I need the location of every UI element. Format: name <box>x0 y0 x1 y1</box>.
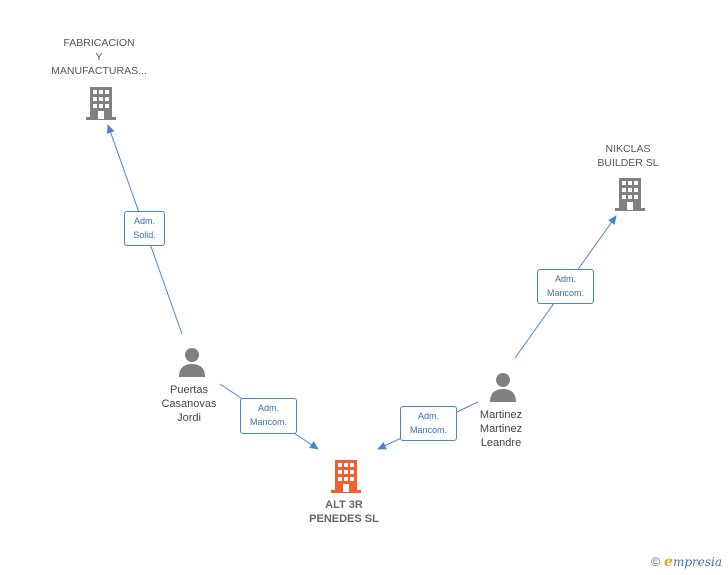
building-icon[interactable] <box>614 176 646 212</box>
node-label-line: NIKCLAS <box>605 143 651 155</box>
node-label-line: PENEDES SL <box>309 513 379 525</box>
edge-label-martinez-nikclas[interactable]: Adm. Mancom. <box>537 269 594 304</box>
node-label-line: FABRICACION <box>63 37 135 49</box>
building-icon[interactable] <box>330 458 362 494</box>
node-label-line: BUILDER SL <box>597 157 659 169</box>
edge-label-line: Mancom. <box>409 425 447 435</box>
node-label-line: Y <box>95 51 103 63</box>
node-label-alt3r[interactable]: ALT 3R PENEDES SL <box>309 498 379 526</box>
edge-label-martinez-alt3r[interactable]: Adm. Mancom. <box>400 406 457 441</box>
logo-initial: e <box>664 554 673 570</box>
edge-label-puertas-alt3r[interactable]: Adm. Mancom. <box>240 398 297 434</box>
node-label-martinez[interactable]: Martinez Martinez Leandre <box>480 408 522 450</box>
person-icon[interactable] <box>177 346 207 378</box>
empresia-logo: empresia <box>664 554 722 570</box>
edge-label-line: Adm. <box>417 411 439 421</box>
node-label-line: MANUFACTURAS... <box>51 65 147 77</box>
copyright-symbol: © <box>651 555 661 569</box>
node-label-line: Casanovas <box>161 398 217 410</box>
node-label-line: Martinez <box>479 409 523 421</box>
logo-text: mpresia <box>672 555 722 569</box>
node-label-line: ALT 3R <box>325 499 363 511</box>
empresia-watermark: © empresia <box>651 554 722 570</box>
edge-label-puertas-fabricacion[interactable]: Adm. Solid. <box>124 211 165 246</box>
building-icon[interactable] <box>85 85 117 121</box>
node-label-puertas[interactable]: Puertas Casanovas Jordi <box>161 383 216 425</box>
person-icon[interactable] <box>488 371 518 403</box>
node-label-line: Leandre <box>480 437 522 449</box>
node-label-fabricacion[interactable]: FABRICACION Y MANUFACTURAS... <box>51 36 147 78</box>
edge-label-line: Solid. <box>133 230 156 240</box>
node-label-line: Martinez <box>479 423 523 435</box>
edge-label-line: Adm. <box>257 403 279 413</box>
node-label-line: Jordi <box>177 412 201 424</box>
edge-label-line: Mancom. <box>249 417 287 427</box>
node-label-line: Puertas <box>170 384 208 396</box>
edge-label-line: Adm. <box>554 274 576 284</box>
node-label-nikclas[interactable]: NIKCLAS BUILDER SL <box>597 142 658 170</box>
edge-label-line: Adm. <box>133 216 155 226</box>
edge-label-line: Mancom. <box>546 288 584 298</box>
